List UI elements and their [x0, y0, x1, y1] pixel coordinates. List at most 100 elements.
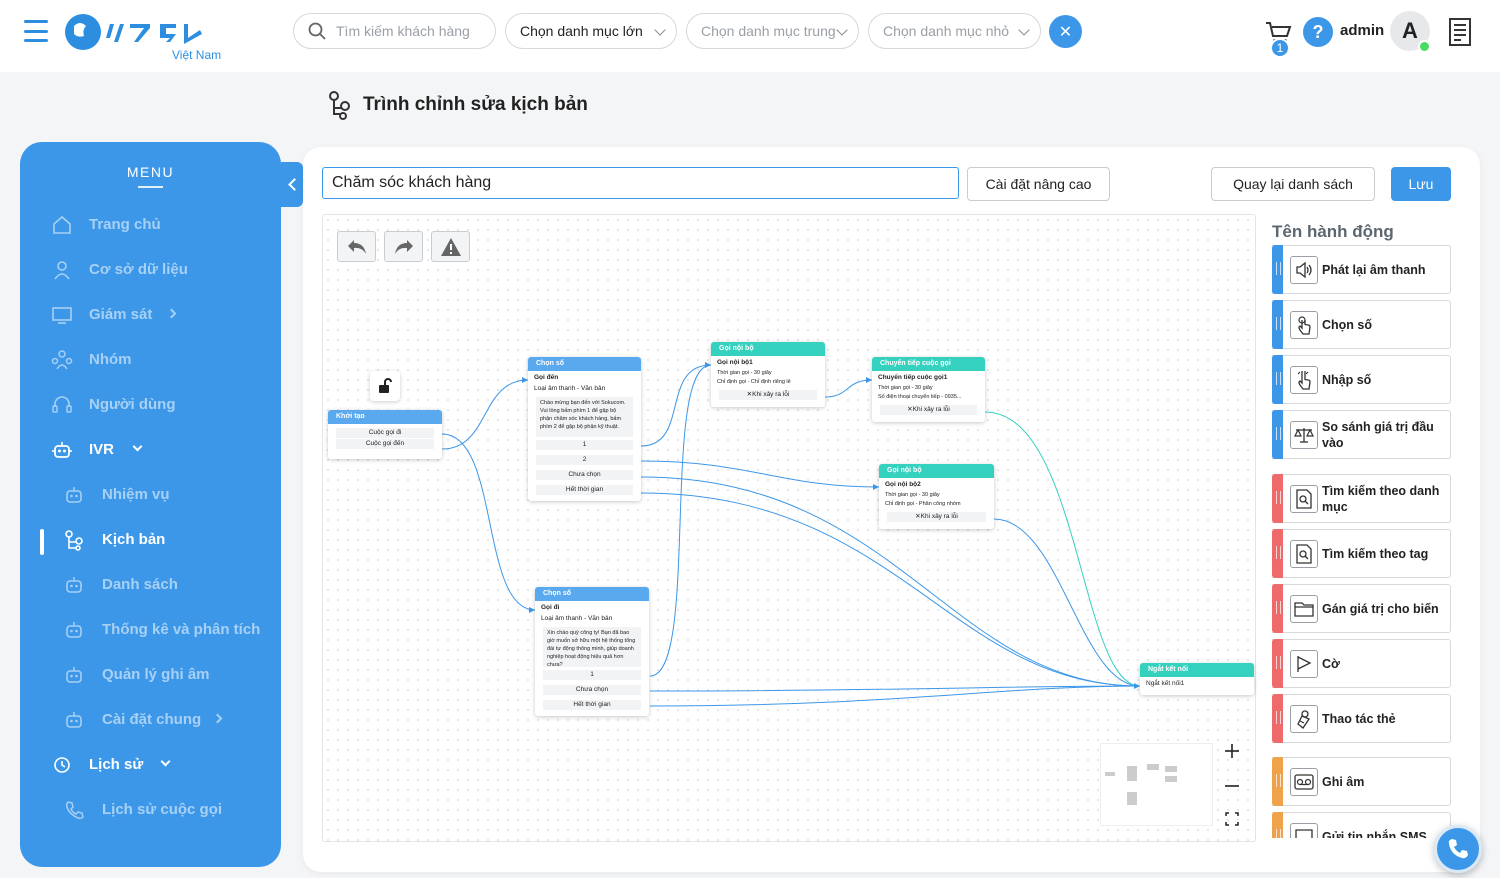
action-record[interactable]: Ghi âm	[1272, 757, 1451, 806]
customer-search[interactable]	[293, 13, 496, 49]
action-input-number[interactable]: Nhập số	[1272, 355, 1451, 404]
drag-handle[interactable]	[1272, 410, 1283, 459]
node-error-port[interactable]: ✕Khi xảy ra lỗi	[719, 390, 817, 400]
sidebar-item-recordings[interactable]: Quản lý ghi âm	[20, 655, 281, 695]
sidebar-item-users[interactable]: Người dùng	[20, 385, 281, 425]
hamburger-menu-icon[interactable]	[24, 20, 48, 42]
validate-button[interactable]	[431, 231, 470, 262]
search-input[interactable]	[336, 23, 486, 39]
node-error-port[interactable]: ✕Khi xảy ra lỗi	[880, 405, 977, 415]
drag-handle[interactable]	[1272, 474, 1283, 523]
node-port[interactable]: 2	[536, 455, 633, 465]
drag-handle[interactable]	[1272, 245, 1283, 294]
flow-node-choose-number-incoming[interactable]: Chọn số Gọi đến Loại âm thanh - Văn bản …	[528, 357, 641, 501]
page-header: Trình chỉnh sửa kịch bản	[325, 90, 588, 120]
flow-node-disconnect[interactable]: Ngắt kết nối Ngắt kết nối1	[1140, 663, 1254, 695]
active-indicator	[40, 529, 44, 555]
tag-icon	[1297, 710, 1310, 729]
minimap-node	[1105, 772, 1115, 776]
zoom-in-icon[interactable]	[1224, 743, 1240, 759]
node-port[interactable]: Cuộc gọi đến	[336, 439, 434, 449]
category-large-value: Chọn danh mục lớn	[520, 23, 643, 39]
action-search-by-category[interactable]: Tìm kiếm theo danh mục	[1272, 474, 1451, 523]
node-error-port[interactable]: ✕Khi xảy ra lỗi	[887, 512, 986, 522]
drag-handle[interactable]	[1272, 584, 1283, 633]
canvas-lock-button[interactable]	[370, 371, 400, 401]
menu-underline	[138, 186, 163, 188]
call-fab-button[interactable]	[1434, 825, 1482, 873]
sidebar-collapse-button[interactable]	[281, 162, 303, 207]
sidebar-item-list[interactable]: Danh sách	[20, 565, 281, 605]
flow-icon	[329, 91, 350, 120]
category-large-select[interactable]: Chọn danh mục lớn	[505, 13, 677, 49]
undo-button[interactable]	[337, 231, 376, 262]
save-button[interactable]: Lưu	[1391, 167, 1451, 201]
sms-icon	[1295, 829, 1313, 838]
tap-icon	[1297, 371, 1311, 390]
node-line: Chỉ định gọi - Phân công nhóm	[885, 501, 961, 507]
drag-handle[interactable]	[1272, 355, 1283, 404]
sidebar-item-ivr[interactable]: IVR	[20, 430, 281, 470]
node-port[interactable]: Chưa chọn	[536, 470, 633, 480]
chevron-right-icon	[166, 308, 177, 319]
sidebar-item-label: Kịch bản	[102, 531, 166, 548]
action-send-sms[interactable]: Gửi tin nhắn SMS	[1272, 812, 1451, 838]
node-port[interactable]: Hết thời gian	[543, 700, 641, 710]
sidebar-item-database[interactable]: Cơ sở dữ liệu	[20, 250, 281, 290]
sidebar-item-home[interactable]: Trang chủ	[20, 205, 281, 245]
node-port[interactable]: Hết thời gian	[536, 485, 633, 495]
category-medium-select[interactable]: Chọn danh mục trung	[686, 13, 859, 49]
sidebar-item-history[interactable]: Lịch sử	[20, 745, 281, 785]
zoom-controls	[1218, 743, 1245, 826]
node-port[interactable]: 1	[543, 670, 641, 680]
clear-filter-button[interactable]: ✕	[1049, 15, 1082, 48]
sidebar-item-settings[interactable]: Cài đặt chung	[20, 700, 281, 740]
drag-handle[interactable]	[1272, 757, 1283, 806]
document-list-icon[interactable]	[1448, 17, 1472, 47]
drag-handle[interactable]	[1272, 812, 1283, 838]
node-line: Gọi nội bộ1	[717, 359, 753, 366]
node-port[interactable]: Cuộc gọi đi	[336, 428, 434, 438]
flow-node-choose-number-outgoing[interactable]: Chọn số Gọi đi Loại âm thanh - Văn bản X…	[535, 587, 649, 716]
drag-handle[interactable]	[1272, 694, 1283, 743]
drag-handle[interactable]	[1272, 639, 1283, 688]
sidebar-item-scenarios[interactable]: Kịch bản	[20, 520, 281, 560]
flow-node-call-transfer[interactable]: Chuyển tiếp cuộc gọi Chuyển tiếp cuộc gọ…	[872, 357, 985, 422]
category-medium-value: Chọn danh mục trung	[701, 23, 836, 39]
flow-node-internal-call-2[interactable]: Gọi nội bộ Gọi nội bộ2 Thời gian gọi - 3…	[879, 464, 994, 529]
node-port[interactable]: Chưa chọn	[543, 685, 641, 695]
sidebar-item-statistics[interactable]: Thống kê và phân tích	[20, 610, 281, 650]
action-play-audio[interactable]: Phát lại âm thanh	[1272, 245, 1451, 294]
zoom-out-icon[interactable]	[1224, 778, 1240, 794]
sidebar-item-monitoring[interactable]: Giám sát	[20, 295, 281, 335]
action-compare-input[interactable]: So sánh giá trị đầu vào	[1272, 410, 1451, 459]
action-choose-number[interactable]: Chọn số	[1272, 300, 1451, 349]
action-tag-operation[interactable]: Thao tác thẻ	[1272, 694, 1451, 743]
drag-handle[interactable]	[1272, 300, 1283, 349]
redo-button[interactable]	[384, 231, 423, 262]
advanced-settings-button[interactable]: Cài đặt nâng cao	[967, 167, 1110, 201]
drag-handle[interactable]	[1272, 529, 1283, 578]
help-icon[interactable]: ?	[1303, 17, 1333, 47]
action-flag[interactable]: Cờ	[1272, 639, 1451, 688]
action-assign-variable[interactable]: Gán giá trị cho biến	[1272, 584, 1451, 633]
sidebar-item-group[interactable]: Nhóm	[20, 340, 281, 380]
minimap-node	[1165, 766, 1177, 772]
sidebar-item-call-history[interactable]: Lịch sử cuộc gọi	[20, 790, 281, 830]
action-label: Nhập số	[1322, 372, 1372, 387]
flow-node-internal-call-1[interactable]: Gọi nội bộ Gọi nội bộ1 Thời gian gọi - 3…	[711, 342, 825, 407]
back-to-list-button[interactable]: Quay lại danh sách	[1211, 167, 1375, 201]
node-port[interactable]: 1	[536, 440, 633, 450]
scenario-name-input[interactable]	[322, 167, 959, 199]
flow-node-start[interactable]: Khởi tạo Cuộc gọi đi Cuộc gọi đến	[328, 410, 442, 459]
category-small-select[interactable]: Chọn danh mục nhỏ	[868, 13, 1041, 49]
action-search-by-tag[interactable]: Tìm kiếm theo tag	[1272, 529, 1451, 578]
fit-view-icon[interactable]	[1224, 812, 1239, 826]
node-header: Gọi nội bộ	[711, 342, 825, 356]
sidebar-item-label: Giám sát	[89, 306, 153, 323]
brand-logo[interactable]	[64, 10, 234, 64]
canvas-minimap[interactable]	[1100, 743, 1213, 826]
minimap-node	[1165, 776, 1177, 782]
username[interactable]: admin	[1340, 22, 1385, 39]
sidebar-item-tasks[interactable]: Nhiệm vụ	[20, 475, 281, 515]
